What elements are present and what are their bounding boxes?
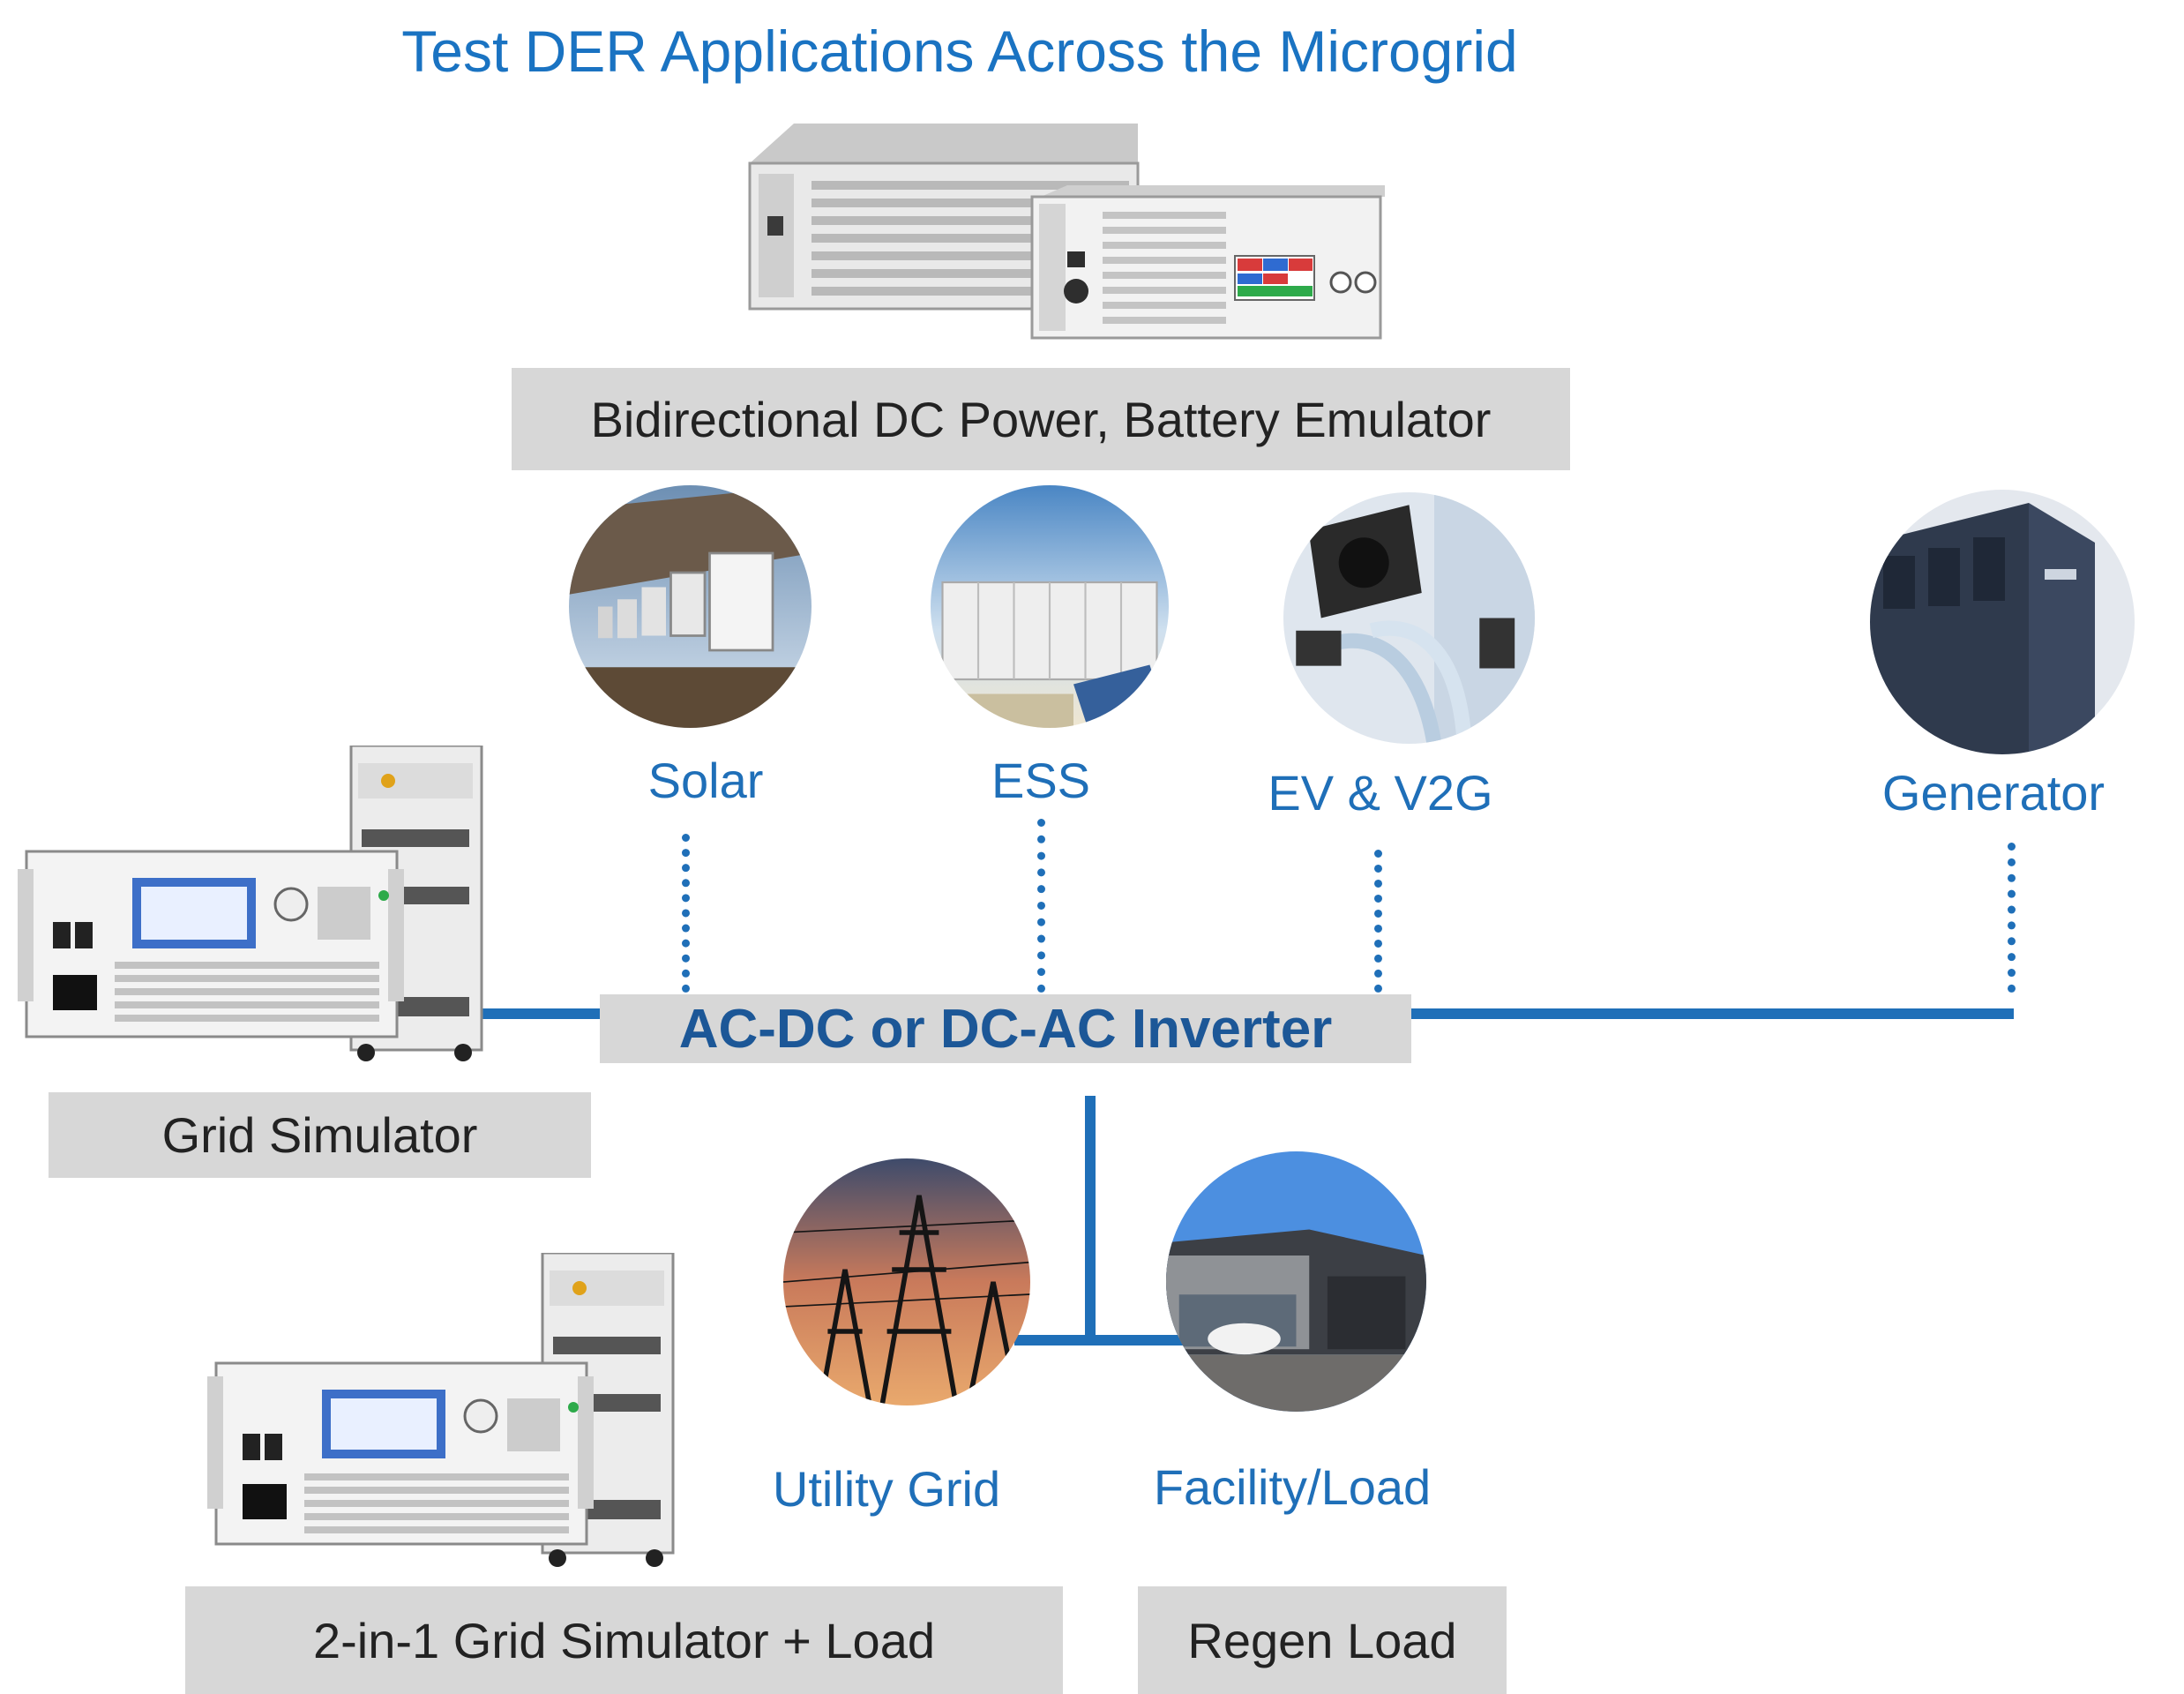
solar-connector [682, 834, 690, 993]
bidirectional-dc-label: Bidirectional DC Power, Battery Emulator [512, 368, 1570, 470]
ess-image [931, 485, 1169, 728]
ev-connector [1374, 850, 1382, 993]
regen-load-label: Regen Load [1138, 1586, 1507, 1694]
ev-label: EV & V2G [1268, 765, 1493, 821]
utility-branch-line [1014, 1335, 1191, 1345]
two-in-one-simulator-image [207, 1253, 679, 1570]
generator-label: Generator [1881, 765, 2105, 821]
inverter-box: AC-DC or DC-AC Inverter [600, 994, 1411, 1063]
ess-label: ESS [991, 753, 1091, 808]
right-bus-line [1411, 1008, 2014, 1019]
page-title: Test DER Applications Across the Microgr… [401, 19, 1518, 84]
utility-grid-label: Utility Grid [772, 1461, 1001, 1517]
ev-charger-image [1283, 492, 1535, 744]
two-in-one-label: 2-in-1 Grid Simulator + Load [185, 1586, 1063, 1694]
grid-simulator-label: Grid Simulator [49, 1092, 591, 1178]
generator-connector [2008, 843, 2016, 993]
ess-connector [1037, 819, 1045, 993]
vertical-drop-line [1085, 1096, 1096, 1345]
solar-label: Solar [647, 753, 764, 808]
grid-simulator-image [18, 746, 485, 1063]
solar-inverter-image [569, 485, 812, 728]
facility-label: Facility/Load [1153, 1459, 1432, 1515]
dc-power-supply-image [732, 119, 1385, 344]
generator-image [1870, 490, 2135, 754]
left-bus-line [472, 1008, 604, 1019]
facility-image [1166, 1151, 1426, 1412]
utility-grid-image [783, 1158, 1030, 1405]
